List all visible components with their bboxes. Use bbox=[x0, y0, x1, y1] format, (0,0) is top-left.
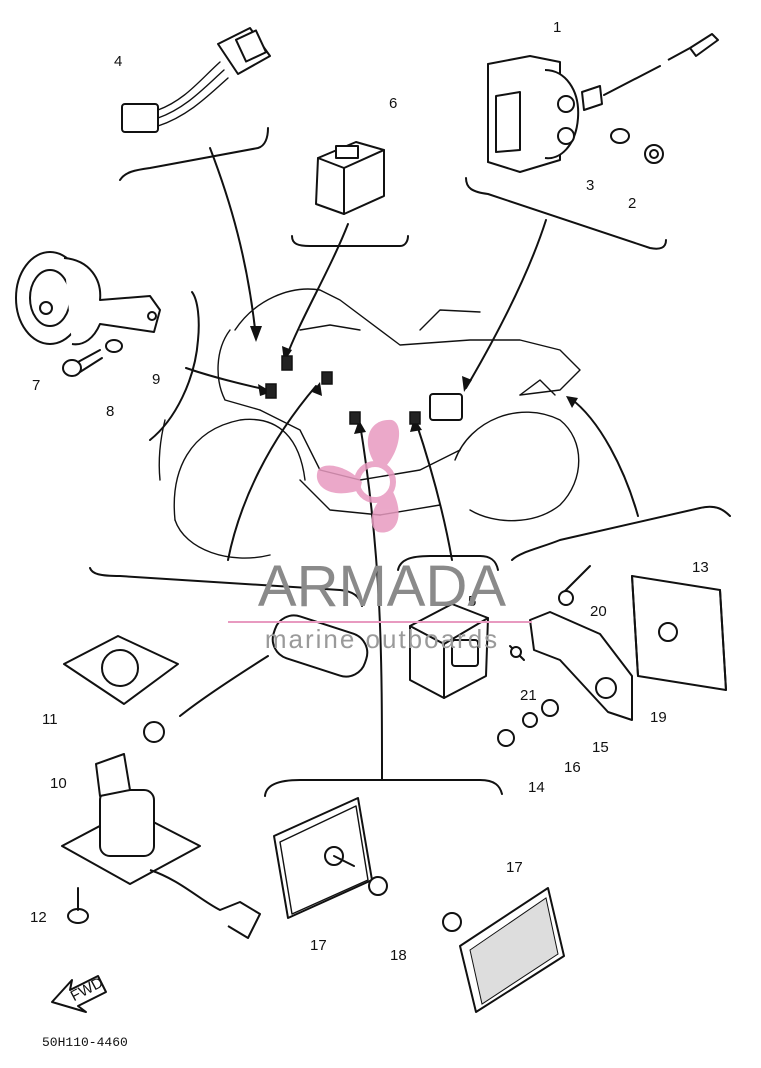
nut-part bbox=[644, 144, 664, 164]
callout-number: 7 bbox=[32, 377, 40, 394]
callout-number: 13 bbox=[692, 559, 709, 576]
harness-part bbox=[121, 27, 271, 133]
callout-number: 19 bbox=[650, 709, 667, 726]
callout-number: 17 bbox=[506, 859, 523, 876]
nuts-18-part bbox=[368, 876, 462, 932]
rivet-20-part bbox=[558, 565, 591, 606]
relay-part bbox=[487, 33, 719, 173]
sender-unit-part bbox=[61, 721, 261, 939]
reflector-13-part bbox=[631, 575, 727, 691]
leader-arrows bbox=[185, 147, 639, 781]
watermark: ARMADA marine outboards bbox=[228, 419, 532, 654]
callout-number: 6 bbox=[389, 95, 397, 112]
callout-number: 18 bbox=[390, 947, 407, 964]
callout-number: 1 bbox=[553, 19, 561, 36]
bracket-part bbox=[529, 611, 633, 721]
callout-number: 21 bbox=[520, 687, 537, 704]
sender-cylinder-part bbox=[179, 614, 369, 717]
watermark-tagline: marine outboards bbox=[265, 624, 499, 654]
gasket-part bbox=[63, 635, 179, 705]
motorcycle-outline bbox=[158, 288, 581, 559]
callout-number: 3 bbox=[586, 177, 594, 194]
reflector-17-rear-part bbox=[459, 887, 565, 1013]
callout-number: 20 bbox=[590, 603, 607, 620]
callout-number: 10 bbox=[50, 775, 67, 792]
watermark-brand: ARMADA bbox=[258, 554, 506, 619]
drawing-code: 50H110-4460 bbox=[42, 1035, 128, 1050]
washer-part bbox=[610, 128, 630, 144]
callout-number: 2 bbox=[628, 195, 636, 212]
callout-number: 5 bbox=[468, 593, 476, 610]
relay-6-part bbox=[315, 141, 385, 215]
callout-number: 16 bbox=[564, 759, 581, 776]
spring-washer-part bbox=[105, 339, 123, 353]
reflector-17-front-part bbox=[273, 797, 373, 919]
washers-14-16-part bbox=[497, 699, 559, 747]
bike-connectors bbox=[265, 355, 463, 425]
propeller-logo-icon bbox=[316, 419, 400, 533]
callout-number: 17 bbox=[310, 937, 327, 954]
callout-number: 8 bbox=[106, 403, 114, 420]
group-brackets bbox=[89, 127, 731, 797]
callout-number: 11 bbox=[42, 711, 58, 728]
callout-number: 14 bbox=[528, 779, 545, 796]
callout-number: 12 bbox=[30, 909, 47, 926]
callout-number: 4 bbox=[114, 53, 122, 70]
fwd-arrow-icon: FWD bbox=[51, 974, 107, 1013]
horn-part bbox=[15, 251, 161, 346]
relay-5-part bbox=[409, 603, 489, 699]
callout-number: 15 bbox=[592, 739, 609, 756]
callout-number: 9 bbox=[152, 371, 160, 388]
small-bolt-21-part bbox=[509, 645, 525, 661]
bolt-part bbox=[62, 349, 103, 377]
screw-part bbox=[67, 887, 89, 924]
